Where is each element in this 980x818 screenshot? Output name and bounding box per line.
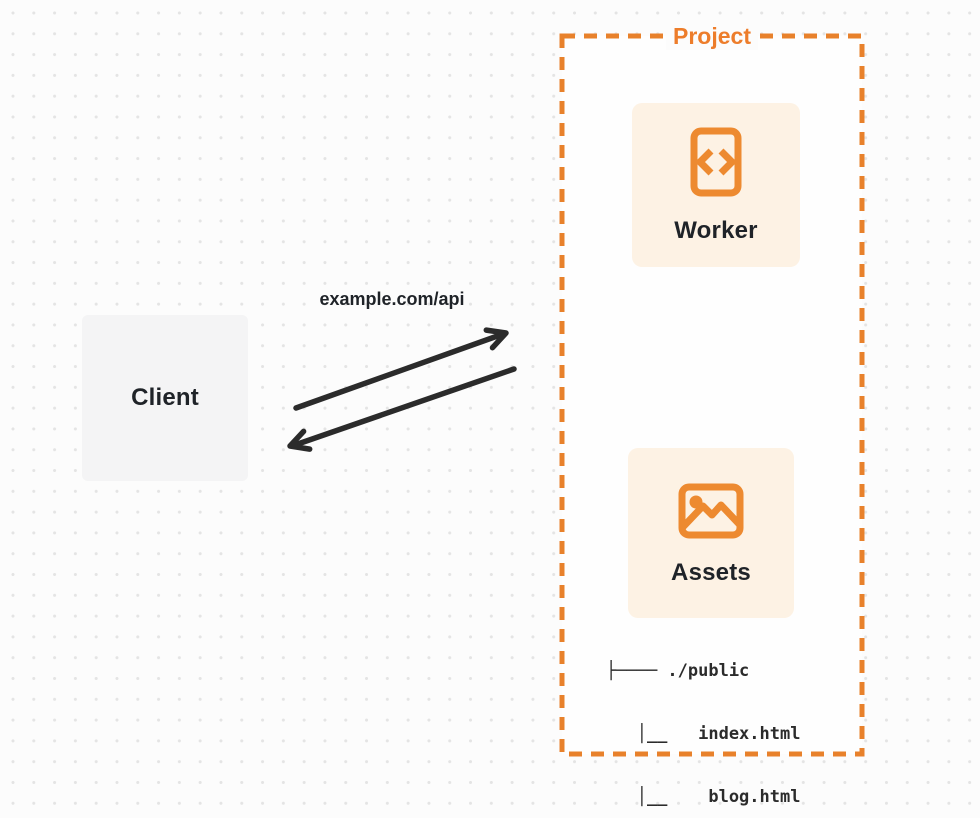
worker-label: Worker	[674, 217, 758, 244]
file-tree-line-public: ├──── ./public	[606, 661, 750, 681]
code-file-icon-frame	[690, 127, 742, 197]
assets-label: Assets	[671, 559, 751, 586]
response-arrow-head	[287, 428, 313, 452]
file-tree-line-blog: │__ blog.html	[606, 787, 801, 807]
client-label: Client	[131, 384, 199, 411]
code-file-icon	[690, 127, 742, 197]
code-file-icon-left-chevron	[695, 148, 714, 176]
request-arrow-shaft	[293, 331, 506, 411]
response-arrow-shaft	[289, 366, 517, 449]
image-icon-mountains	[680, 501, 742, 530]
client-node: Client	[82, 315, 248, 481]
request-route-label: example.com/api	[319, 289, 465, 309]
code-file-icon-right-chevron	[718, 148, 737, 176]
project-title-text: Project	[666, 22, 758, 50]
worker-card: Worker	[632, 103, 800, 267]
request-arrow-head	[483, 327, 509, 351]
project-dashed-border	[559, 33, 865, 757]
image-icon-frame	[678, 483, 744, 539]
image-icon	[678, 483, 744, 539]
assets-card: Assets	[628, 448, 794, 618]
project-title: Project	[562, 22, 862, 50]
file-tree: ├──── ./public │__ index.html │__ blog.h…	[606, 619, 800, 818]
file-tree-line-index: │__ index.html	[606, 724, 801, 744]
